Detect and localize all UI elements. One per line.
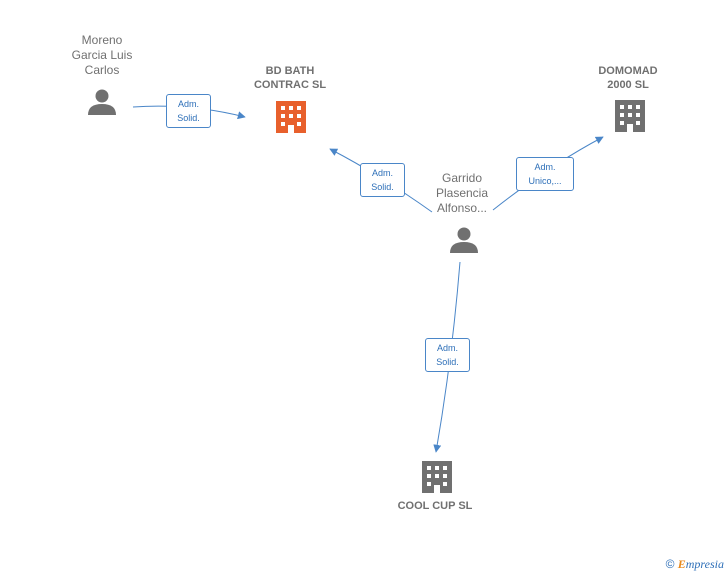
relation-label[interactable]: Adm. Solid. [360, 163, 405, 197]
company-name-domomad[interactable]: DOMOMAD 2000 SL [598, 65, 658, 91]
relation-label[interactable]: Adm. Solid. [425, 338, 470, 372]
relation-label[interactable]: Adm. Unico,... [516, 157, 574, 191]
footer-brand: © Empresia [666, 557, 724, 572]
company-name-bd-bath[interactable]: BD BATH CONTRAC SL [253, 65, 327, 91]
person-name-garrido[interactable]: Garrido Plasencia Alfonso... [435, 171, 489, 215]
building-icon[interactable] [276, 101, 306, 133]
relation-label[interactable]: Adm. Solid. [166, 94, 211, 128]
building-icon[interactable] [615, 100, 645, 132]
copyright-icon: © [665, 557, 675, 571]
person-icon[interactable] [450, 227, 478, 254]
person-icon[interactable] [88, 89, 116, 116]
brand-logo: Empresia [677, 557, 724, 571]
building-icon[interactable] [422, 461, 452, 493]
person-name-moreno[interactable]: Moreno Garcia Luis Carlos [71, 33, 133, 77]
company-name-cool-cup[interactable]: COOL CUP SL [397, 500, 473, 512]
